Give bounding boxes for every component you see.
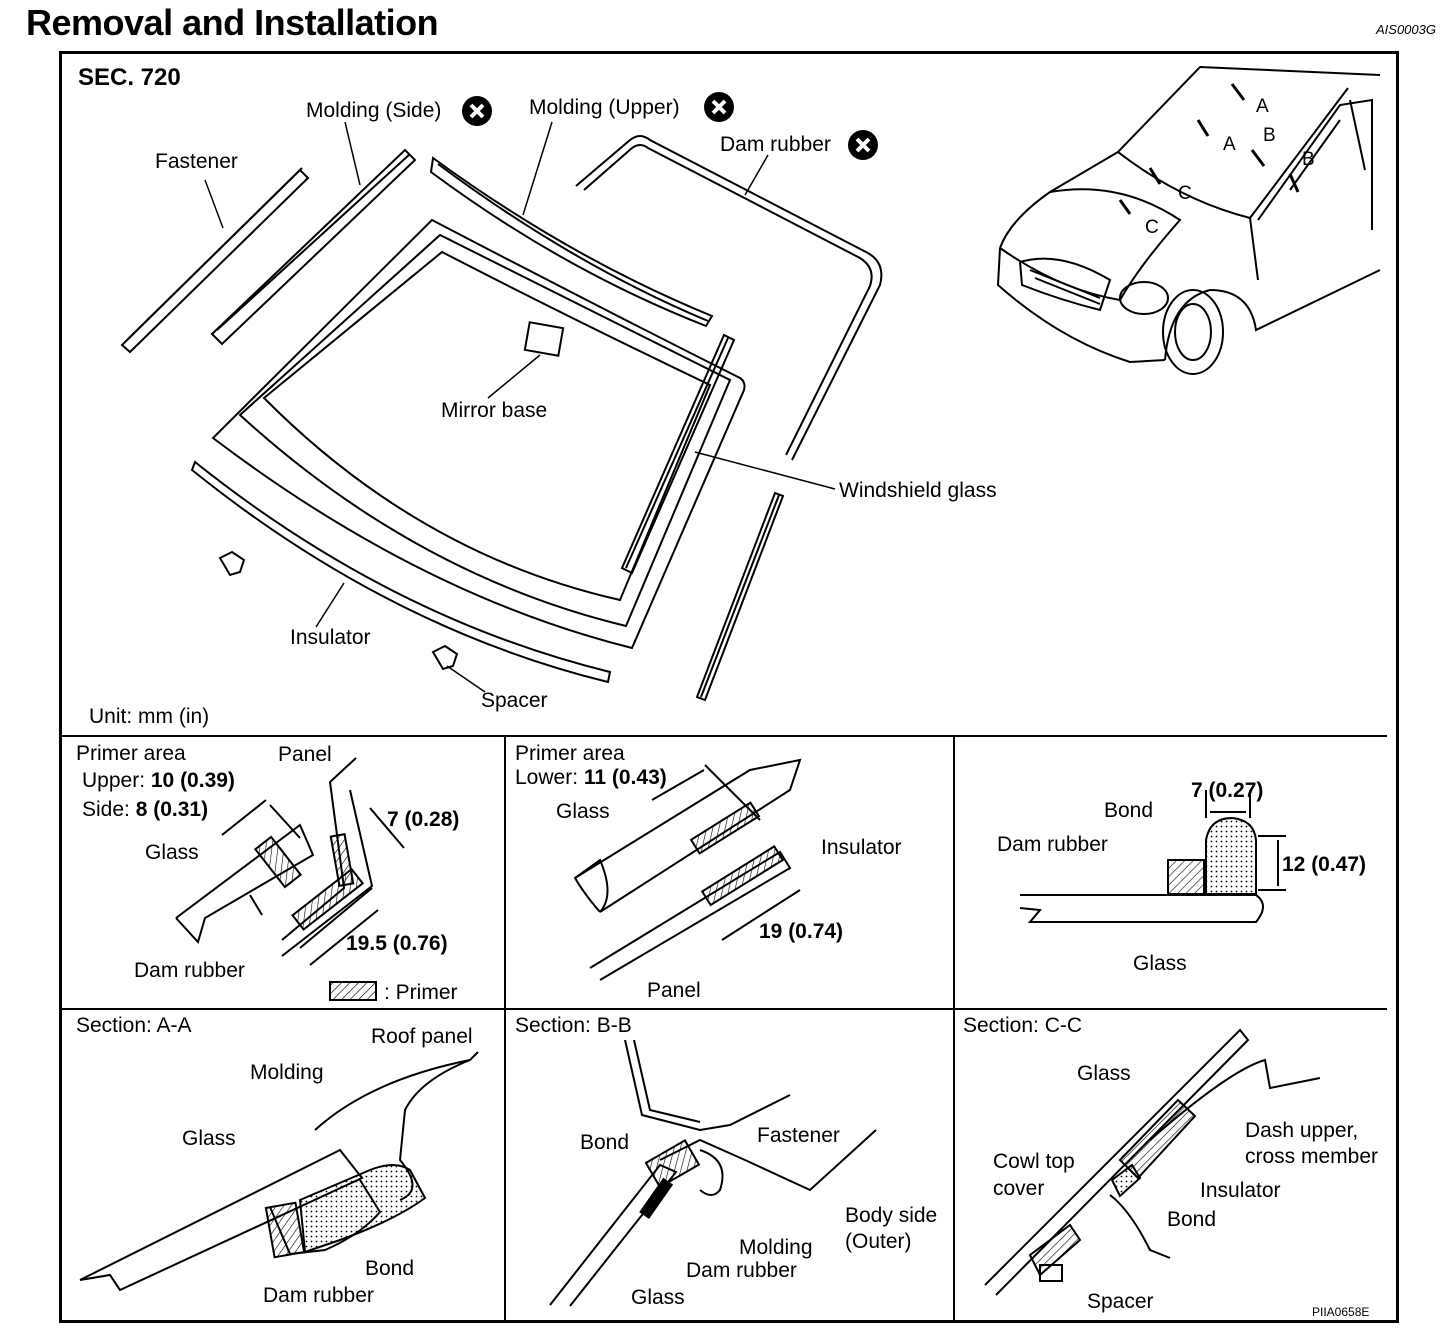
label-glass: Glass <box>182 1127 236 1150</box>
figure-code: PIIA0658E <box>1312 1305 1370 1319</box>
car-marker-c2: C <box>1145 217 1159 238</box>
divider-left <box>504 737 506 1320</box>
section-cc-drawing <box>984 1028 1321 1296</box>
car-marker-b1: B <box>1263 125 1276 146</box>
section-aa-title: Section: A-A <box>76 1014 192 1037</box>
section-markers <box>1118 83 1300 215</box>
primer-upper-dimension: 10 (0.39) <box>150 769 235 792</box>
molding-side-right-part <box>620 333 736 575</box>
car-marker-a2: A <box>1223 134 1236 155</box>
label-mirror-base: Mirror base <box>441 399 548 422</box>
label-dam-rubber: Dam rubber <box>720 133 831 156</box>
fastener-right-part <box>695 491 785 702</box>
molding-side-part <box>210 148 417 346</box>
divider-middle <box>62 1008 1387 1010</box>
primer-side-dimension: 8 (0.31) <box>135 798 209 821</box>
label-spacer: Spacer <box>1087 1290 1154 1313</box>
label-dam-rubber: Dam rubber <box>686 1259 797 1282</box>
x-circle-icon <box>848 130 878 160</box>
label-bond: Bond <box>365 1257 415 1280</box>
primer-side-label: Side: <box>82 798 130 821</box>
section-bb-title: Section: B-B <box>515 1014 632 1037</box>
section-bb-drawing <box>549 1039 877 1307</box>
label-unit: Unit: mm (in) <box>89 705 210 728</box>
dimension-7: 7 (0.28) <box>387 808 460 831</box>
label-bond: Bond <box>1104 799 1154 822</box>
label-insulator: Insulator <box>290 626 371 649</box>
label-fastener: Fastener <box>757 1124 840 1147</box>
dam-rubber-part <box>575 135 883 461</box>
divider-top <box>62 735 1387 737</box>
car-illustration <box>996 65 1381 375</box>
primer-upper-value: Upper: 10 (0.39) <box>82 770 235 791</box>
label-cowl-top: Cowl top <box>993 1150 1075 1173</box>
dimension-19: 19 (0.74) <box>759 920 844 943</box>
label-dam-rubber: Dam rubber <box>997 833 1108 856</box>
label-bond: Bond <box>580 1131 630 1154</box>
divider-right <box>953 737 955 1320</box>
label-molding-upper: Molding (Upper) <box>529 96 680 119</box>
label-dam-rubber: Dam rubber <box>263 1284 374 1307</box>
label-molding-side: Molding (Side) <box>306 99 442 122</box>
primer-lower-title: Primer area <box>515 742 625 765</box>
label-fastener: Fastener <box>155 150 238 173</box>
bond-detail-drawing <box>1019 790 1286 923</box>
label-spacer: Spacer <box>481 689 548 712</box>
label-glass: Glass <box>631 1286 685 1309</box>
label-body-side-outer: (Outer) <box>845 1230 912 1253</box>
label-glass: Glass <box>145 841 199 864</box>
fastener-part <box>120 167 310 354</box>
insulator-part <box>190 460 612 684</box>
label-molding: Molding <box>739 1236 813 1259</box>
label-dash-upper: Dash upper, <box>1245 1119 1359 1142</box>
label-glass: Glass <box>1077 1062 1131 1085</box>
mirror-base-part <box>523 321 565 357</box>
label-cowl-cover: cover <box>993 1177 1045 1200</box>
label-dam-rubber: Dam rubber <box>134 959 245 982</box>
x-circle-icon <box>704 92 734 122</box>
x-circle-icon <box>462 96 492 126</box>
section-number: SEC. 720 <box>78 64 181 91</box>
primer-upper-label: Upper: <box>82 769 146 792</box>
label-windshield-glass: Windshield glass <box>839 479 997 502</box>
label-molding: Molding <box>250 1061 324 1084</box>
section-aa-drawing <box>79 1051 479 1292</box>
primer-legend: : Primer <box>384 981 458 1004</box>
car-marker-c1: C <box>1178 183 1192 204</box>
primer-lower-drawing <box>573 758 802 981</box>
primer-lower-value: Lower: 11 (0.43) <box>515 767 667 788</box>
primer-upper-title: Primer area <box>76 742 186 765</box>
label-body-side: Body side <box>845 1204 938 1227</box>
label-panel: Panel <box>647 979 701 1002</box>
label-glass: Glass <box>556 800 610 823</box>
label-panel: Panel <box>278 743 332 766</box>
dimension-7: 7 (0.27) <box>1191 779 1264 802</box>
windshield-glass-part <box>211 218 746 650</box>
car-marker-a1: A <box>1256 96 1269 117</box>
diagram-frame <box>59 51 1399 1323</box>
label-bond: Bond <box>1167 1208 1217 1231</box>
spacer-part <box>218 550 459 671</box>
primer-lower-dimension: 11 (0.43) <box>583 766 667 789</box>
dimension-12: 12 (0.47) <box>1282 853 1367 876</box>
section-cc-title: Section: C-C <box>963 1014 1083 1037</box>
car-marker-b2: B <box>1302 149 1315 170</box>
label-insulator: Insulator <box>821 836 902 859</box>
label-insulator: Insulator <box>1200 1179 1281 1202</box>
dimension-19-5: 19.5 (0.76) <box>346 932 448 955</box>
primer-lower-label: Lower: <box>515 766 579 789</box>
molding-upper-part <box>429 156 714 328</box>
primer-side-value: Side: 8 (0.31) <box>82 799 208 820</box>
label-roof-panel: Roof panel <box>371 1025 473 1048</box>
document-code: AIS0003G <box>1376 22 1436 37</box>
label-cross-member: cross member <box>1245 1145 1379 1168</box>
label-glass: Glass <box>1133 952 1187 975</box>
primer-upper-side-drawing <box>175 757 405 1001</box>
page-title: Removal and Installation <box>26 2 439 43</box>
